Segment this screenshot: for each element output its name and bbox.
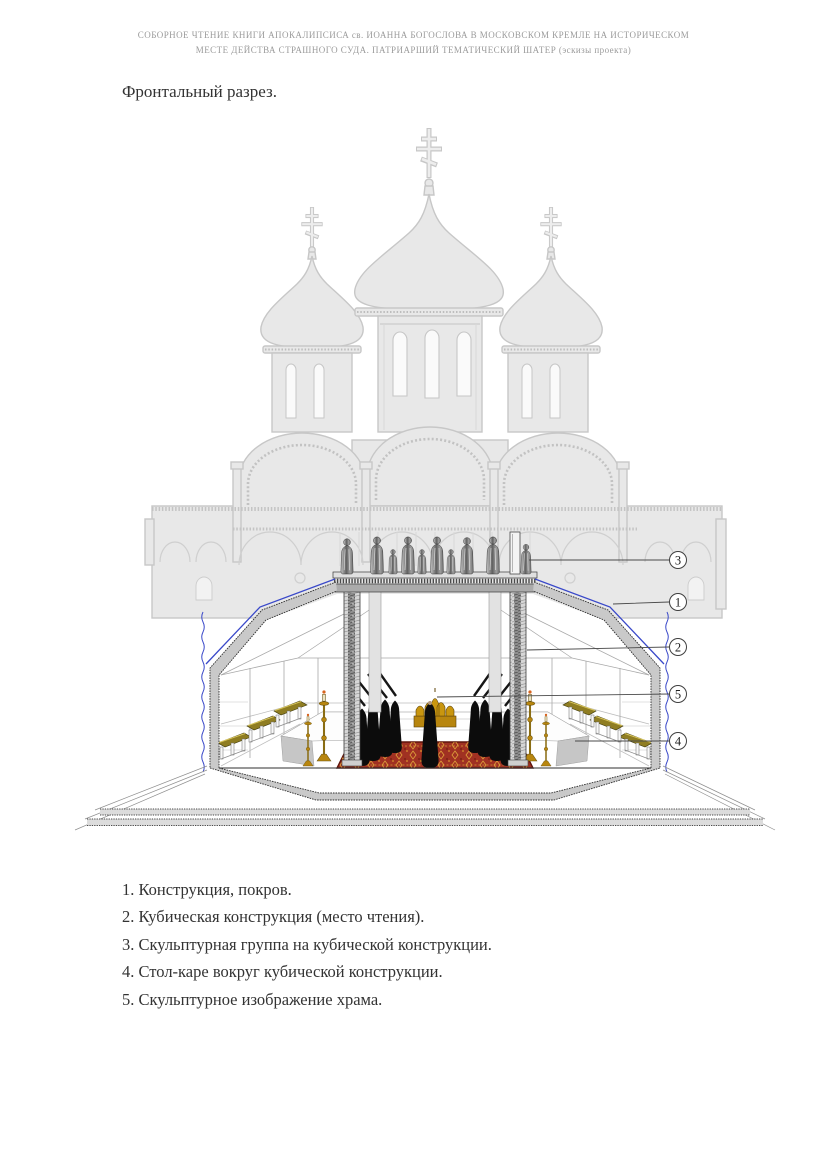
callout-number: 1 <box>675 596 681 610</box>
legend-item: 5. Скульптурное изображение храма. <box>122 989 383 1009</box>
cross-icon <box>416 128 442 178</box>
callouts: 3 1 2 5 4 <box>436 551 687 750</box>
callout-leader-lines <box>436 559 670 742</box>
dome-right <box>499 255 603 349</box>
header-line-2: МЕСТЕ ДЕЙСТВА СТРАШНОГО СУДА. ПАТРИАРШИЙ… <box>195 45 632 55</box>
callout-number: 2 <box>675 641 681 655</box>
facade-pilasters <box>230 461 630 563</box>
section-title: Фронтальный разрез. <box>122 82 277 101</box>
cross-icon <box>301 207 322 248</box>
callout-number: 3 <box>675 554 681 568</box>
dome-left <box>260 255 364 349</box>
figure-legend: 1. Конструкция, покров. 2. Кубическая ко… <box>122 876 492 1013</box>
callout-circle-5 <box>669 685 687 703</box>
callout-circle-2 <box>669 638 687 656</box>
legend-item: 3. Скульптурная группа на кубической кон… <box>122 934 492 954</box>
page-header: СОБОРНОЕ ЧТЕНИЕ КНИГИ АПОКАЛИПСИСА св. И… <box>0 28 827 58</box>
tent-cover-outline <box>201 578 669 773</box>
cross-icon <box>540 207 561 248</box>
header-line-1: СОБОРНОЕ ЧТЕНИЕ КНИГИ АПОКАЛИПСИСА св. И… <box>137 30 690 40</box>
legend-item: 2. Кубическая конструкция (место чтения)… <box>122 907 425 927</box>
callout-circle-1 <box>669 593 687 611</box>
legend-item: 4. Стол-каре вокруг кубической конструкц… <box>122 962 443 982</box>
callout-circle-3 <box>669 551 687 569</box>
tent-cover-section <box>209 581 661 801</box>
callout-circle-4 <box>669 732 687 750</box>
church-silhouette <box>144 128 727 619</box>
sculpture-group <box>340 531 532 575</box>
callout-number: 5 <box>675 688 681 702</box>
platform-steps <box>74 765 776 831</box>
cubic-structure <box>332 571 538 767</box>
legend-item: 1. Конструкция, покров. <box>122 880 292 899</box>
dome-center <box>353 193 505 311</box>
callout-number: 4 <box>675 735 682 749</box>
